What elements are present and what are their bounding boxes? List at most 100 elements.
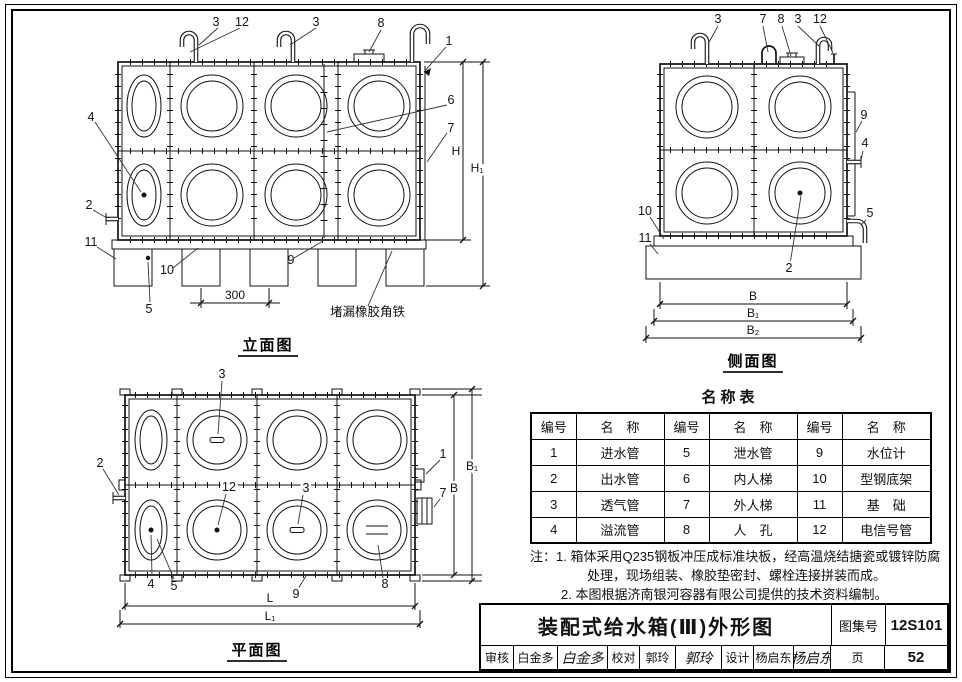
side-dimensions: B B₁ B₂ xyxy=(642,282,865,343)
vent-pipes xyxy=(179,30,296,62)
table-row: 1 进水管 5 泄水管 9 水位计 xyxy=(530,438,932,466)
table-header-row: 编号 名 称 编号 名 称 编号 名 称 xyxy=(530,412,932,440)
item-name: 泄水管 xyxy=(708,438,798,466)
table-row: 3 透气管 7 外人梯 11 基 础 xyxy=(530,490,932,518)
check-name: 郭玲 xyxy=(639,646,675,669)
callout-7: 7 xyxy=(760,12,767,26)
callout-3: 3 xyxy=(313,15,320,29)
plan-view-title: 平面图 xyxy=(227,642,287,662)
item-name: 溢流管 xyxy=(575,516,665,544)
item-no: 8 xyxy=(663,516,710,544)
item-no: 3 xyxy=(530,490,577,518)
callout-9: 9 xyxy=(861,108,868,122)
col-header-name: 名 称 xyxy=(708,412,798,440)
callout-12: 12 xyxy=(235,15,249,29)
col-header-no: 编号 xyxy=(796,412,843,440)
plan-leaders xyxy=(102,380,441,590)
callout-9: 9 xyxy=(288,253,295,267)
callout-1: 1 xyxy=(446,34,453,48)
table-row: 2 出水管 6 内人梯 10 型钢底架 xyxy=(530,464,932,492)
external-ladder xyxy=(416,497,433,525)
item-name: 电信号管 xyxy=(841,516,932,544)
callout-3: 3 xyxy=(303,481,310,495)
col-header-no: 编号 xyxy=(663,412,710,440)
name-table-title: 名称表 xyxy=(701,389,759,406)
side-view-title: 侧面图 xyxy=(723,352,783,373)
item-no: 4 xyxy=(530,516,577,544)
notes: 注：1. 箱体采用Q235钢板冲压成标准块板，经高温烧结搪瓷或镀锌防腐 处理，现… xyxy=(530,547,940,604)
outlet-pipe xyxy=(112,492,125,504)
base-frame xyxy=(111,239,427,250)
item-no: 11 xyxy=(796,490,843,518)
name-table: 名称表 编号 名 称 编号 名 称 编号 名 称 1 进水管 5 泄水管 9 水… xyxy=(530,386,932,544)
base-and-foundation xyxy=(645,235,862,280)
review-signature: 白金多 xyxy=(557,646,607,669)
dim-H: H xyxy=(452,144,461,158)
item-name: 型钢底架 xyxy=(841,464,932,492)
review-label: 审核 xyxy=(484,651,509,665)
dim-L: L xyxy=(267,591,274,605)
item-no: 1 xyxy=(530,438,577,466)
callout-2: 2 xyxy=(86,198,93,212)
callout-10: 10 xyxy=(638,204,652,218)
item-no: 9 xyxy=(796,438,843,466)
callout-12: 12 xyxy=(222,480,236,494)
col-header-name: 名 称 xyxy=(575,412,665,440)
plan-view: B B₁ L L₁ 3 2 12 3 1 7 4 5 9 xyxy=(97,367,482,662)
item-name: 进水管 xyxy=(575,438,665,466)
design-signature: 杨启东 xyxy=(793,646,830,669)
review-name: 白金多 xyxy=(513,646,557,669)
item-no: 2 xyxy=(530,464,577,492)
dim-B: B xyxy=(749,289,757,303)
elevation-view-title: 立面图 xyxy=(238,336,298,357)
outer-border-frame xyxy=(5,4,957,678)
callout-2: 2 xyxy=(97,456,104,470)
item-name: 外人梯 xyxy=(708,490,798,518)
callout-4: 4 xyxy=(88,110,95,124)
title-block-row-2: 审核 白金多 白金多 校对 郭玲 郭玲 设计 杨启东 杨启东 页 52 xyxy=(481,645,947,669)
plan-title: 平面图 xyxy=(231,642,282,659)
item-no: 6 xyxy=(663,464,710,492)
callout-10: 10 xyxy=(160,263,174,277)
callout-2: 2 xyxy=(786,261,793,275)
top-fittings xyxy=(690,32,837,65)
callout-3: 3 xyxy=(213,15,220,29)
tank-shell xyxy=(657,61,850,239)
callout-9: 9 xyxy=(293,587,300,601)
foundation-piers xyxy=(113,248,425,287)
elevation-leaders xyxy=(92,27,448,307)
callout-3: 3 xyxy=(795,12,802,26)
title-block-row-1: 装配式给水箱(Ⅲ)外形图 图集号 12S101 xyxy=(481,605,947,645)
callout-7: 7 xyxy=(448,121,455,135)
elevation-dimensions: 300 H H₁ xyxy=(190,58,490,308)
item-name: 水位计 xyxy=(841,438,932,466)
atlas-number: 12S101 xyxy=(885,605,947,645)
side-leaders xyxy=(649,25,867,265)
tank-shell xyxy=(122,392,418,578)
dim-300: 300 xyxy=(225,288,245,302)
item-name: 出水管 xyxy=(575,464,665,492)
item-name: 人 孔 xyxy=(708,516,798,544)
name-table-grid: 编号 名 称 编号 名 称 编号 名 称 1 进水管 5 泄水管 9 水位计 2… xyxy=(530,412,932,544)
callout-11: 11 xyxy=(85,235,98,249)
item-name: 透气管 xyxy=(575,490,665,518)
panel-embossing xyxy=(126,74,411,227)
callout-5: 5 xyxy=(867,206,874,220)
callout-3: 3 xyxy=(219,367,226,381)
callout-5: 5 xyxy=(146,302,153,316)
item-name: 内人梯 xyxy=(708,464,798,492)
dim-H1: H₁ xyxy=(471,161,484,175)
elevation-title: 立面图 xyxy=(242,336,293,354)
panel-embossing xyxy=(675,75,832,225)
design-name: 杨启东 xyxy=(753,646,793,669)
leak-note: 堵漏橡胶角铁 xyxy=(330,304,406,319)
col-header-no: 编号 xyxy=(530,412,577,440)
ladders xyxy=(320,64,426,240)
level-gauge xyxy=(847,91,856,217)
dim-B2: B₂ xyxy=(747,323,760,337)
plan-callouts: 3 2 12 3 1 7 4 5 9 8 xyxy=(97,367,447,604)
item-no: 7 xyxy=(663,490,710,518)
note-line-1: 注：1. 箱体采用Q235钢板冲压成标准块板，经高温烧结搪瓷或镀锌防腐 xyxy=(530,549,941,564)
check-signature: 郭玲 xyxy=(675,646,721,669)
dim-B: B xyxy=(450,481,458,495)
